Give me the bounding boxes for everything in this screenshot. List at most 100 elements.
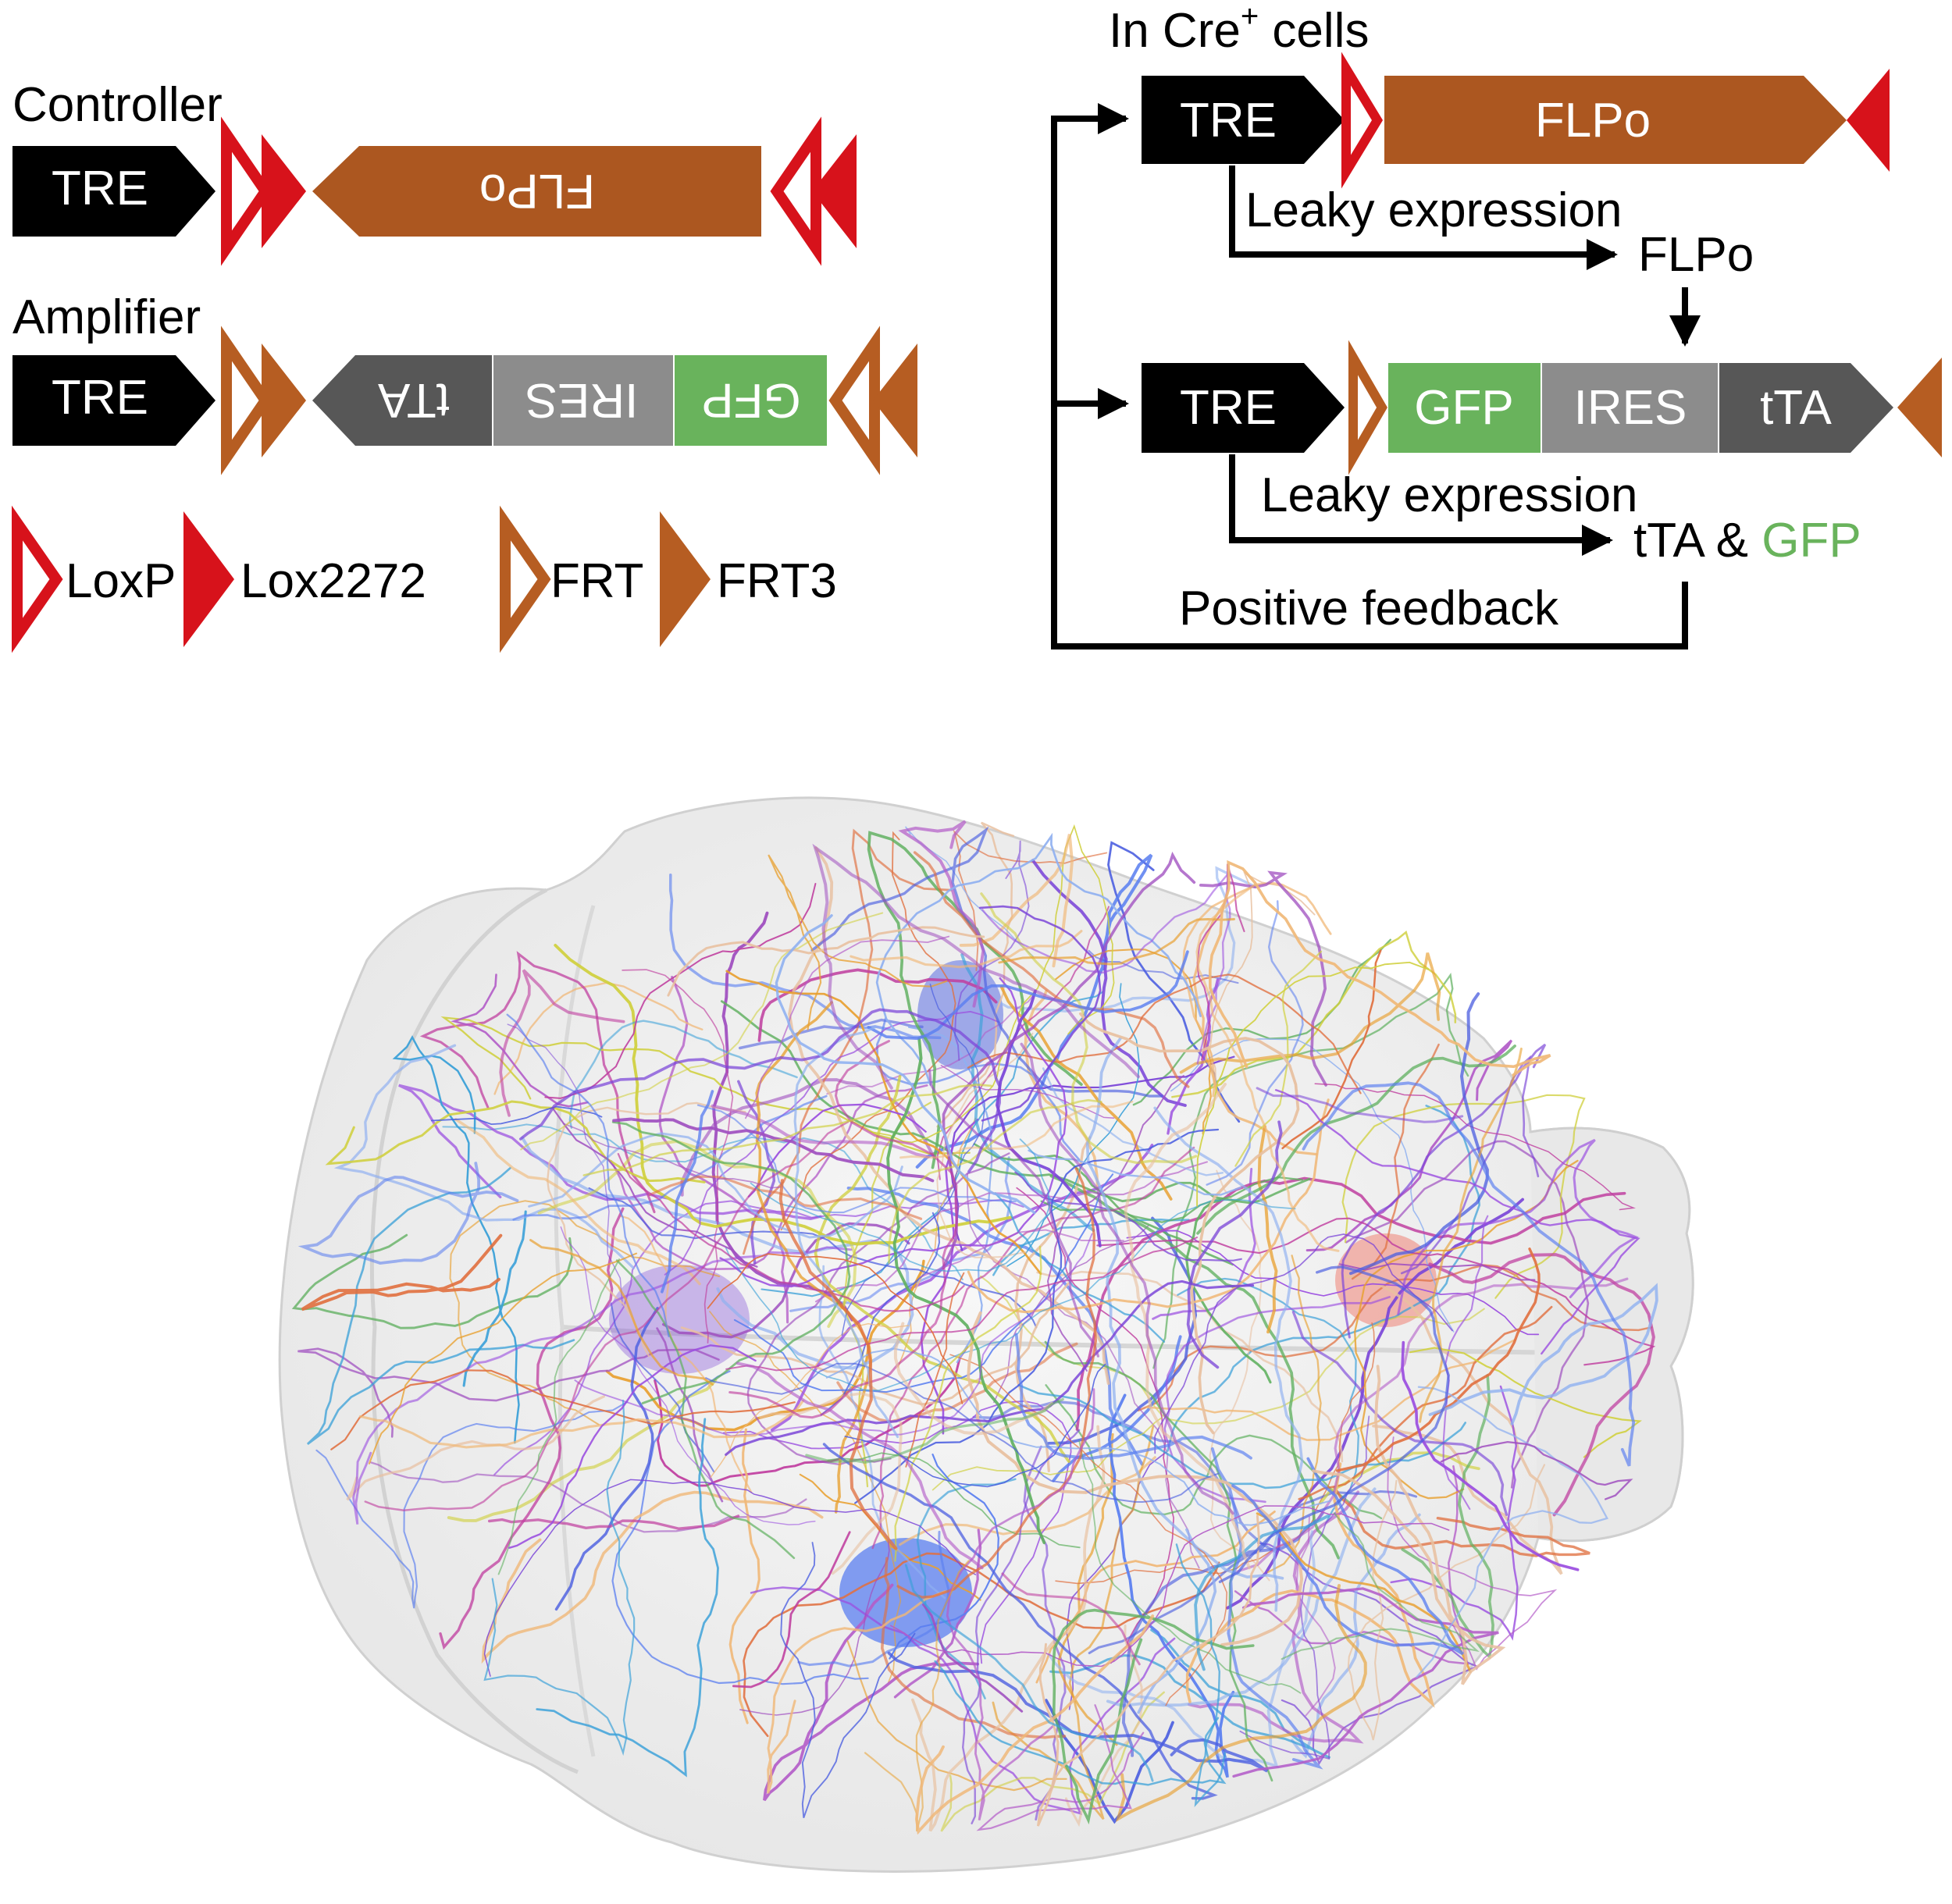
neuron-trace [1281, 1512, 1480, 1660]
neuron-trace [822, 1443, 1218, 1800]
frt-icon [500, 505, 551, 653]
neuron-trace [451, 973, 589, 1108]
neuron-trace [1047, 1216, 1198, 1445]
neuron-trace [291, 1233, 574, 1329]
tre-label: TRE [52, 162, 148, 215]
neuron-trace [1291, 1311, 1509, 1516]
lox2272-icon [1847, 69, 1890, 172]
neuron-trace [667, 926, 985, 997]
neuron-trace [757, 968, 998, 1042]
neuron-trace [449, 1200, 721, 1425]
neuron-trace [934, 1660, 1227, 1786]
neuron-trace [1291, 1513, 1421, 1759]
frt3-icon [873, 343, 917, 457]
neuron-trace [967, 973, 1362, 1094]
neuron-trace [1208, 859, 1551, 1077]
tre-label: TRE [52, 371, 148, 425]
neuron-trace [976, 1704, 1145, 1831]
tta-gene-reversed [312, 355, 492, 446]
frt3-icon [262, 343, 306, 457]
neuron-trace [1023, 1445, 1067, 1821]
neuron-trace [913, 851, 1190, 1088]
neuron-trace [914, 1614, 1155, 1835]
neuron-trace [867, 831, 1083, 1169]
neuron-trace [369, 1461, 807, 1533]
neuron-trace [1409, 1347, 1643, 1458]
neuron-trace [1416, 1386, 1608, 1678]
neuron-trace [1281, 949, 1382, 1150]
neuron-trace [846, 1640, 1067, 1792]
neuron-trace [1192, 897, 1318, 1156]
neuron-trace [544, 883, 817, 1099]
neuron-trace [529, 1239, 714, 1386]
neuron-trace [746, 1152, 1010, 1466]
neuron-trace [315, 1400, 629, 1609]
controller-construct: Controller TRE FLPo [12, 78, 857, 266]
tta-gfp-product-label: tTA & GFP [1633, 514, 1861, 568]
neuron-trace [668, 873, 942, 1040]
leaky-arrow-2 [1229, 454, 1613, 556]
neuron-trace [763, 1583, 979, 1802]
neuron-trace [1079, 1012, 1300, 1435]
loxp-icon [221, 116, 272, 266]
lox2272-icon [262, 134, 306, 248]
neuron-trace [419, 951, 656, 1214]
neuron-trace [439, 1207, 625, 1650]
tre-promoter [1142, 76, 1345, 164]
legend-label-frt: FRT [550, 554, 643, 608]
neuron-trace [605, 1259, 925, 1432]
neuron-trace [928, 1069, 1099, 1358]
neuron-trace [346, 1395, 605, 1501]
neuron-trace [810, 826, 1163, 1098]
frt-icon [828, 326, 880, 475]
neuron-trace [767, 1590, 946, 1794]
neuron-trace [620, 1215, 753, 1493]
legend: LoxP Lox2272 FRT FRT3 [11, 505, 837, 653]
neuron-trace [333, 1044, 635, 1269]
neuron-trace [1428, 1283, 1658, 1425]
amplifier-title: Amplifier [12, 290, 201, 344]
neuron-trace [582, 1084, 992, 1176]
flpo-product-label: FLPo [1638, 228, 1754, 282]
neuron-trace [922, 1603, 1024, 1713]
neuron-trace [610, 1302, 715, 1473]
neuron-trace [1341, 1043, 1547, 1339]
neuron-trace [615, 1259, 796, 1560]
cortex-boundary [554, 905, 596, 1757]
neuron-trace [747, 1103, 927, 1198]
neuron-trace [1347, 1464, 1546, 1741]
neuron-trace [871, 1146, 1195, 1550]
neuron-trace [1196, 961, 1430, 1207]
neuron-trace [392, 1035, 520, 1444]
neuron-trace [967, 1311, 1304, 1647]
neuron-trace [1400, 1055, 1540, 1275]
cre-cells-schematic: In Cre+ cells TRE FLPo Leaky expression … [1051, 0, 1942, 649]
tre-promoter [1142, 363, 1345, 453]
neuron-trace [1106, 1487, 1377, 1707]
legend-label-lox2272: Lox2272 [240, 554, 426, 608]
neuron-trace [743, 1552, 1220, 1738]
neuron-trace [1226, 1198, 1524, 1610]
neuron-trace [1175, 1543, 1227, 1808]
neuron-trace [325, 1100, 706, 1183]
neuron-trace [1031, 859, 1187, 1107]
neuron-trace [875, 832, 1202, 1086]
neuron-trace [820, 1212, 941, 1416]
neuron-trace [920, 1229, 1124, 1278]
neuron-trace [508, 1344, 757, 1549]
neuron-trace [493, 981, 704, 1095]
neuron-trace [733, 1173, 1114, 1393]
neuron-trace [996, 989, 1102, 1247]
neuron-trace [658, 975, 789, 1324]
neuron-trace [519, 1008, 1002, 1173]
neuron-trace [1345, 1274, 1563, 1575]
neuron-trace [894, 1245, 1042, 1562]
neuron-trace [942, 851, 1196, 1270]
neuron-trace [1231, 1457, 1464, 1656]
neuron-trace [1302, 1081, 1636, 1467]
neuron-trace [920, 1118, 979, 1435]
neuron-trace [611, 1121, 851, 1404]
neuron-trace [358, 1399, 805, 1449]
gfp-label: GFP [1414, 381, 1513, 435]
